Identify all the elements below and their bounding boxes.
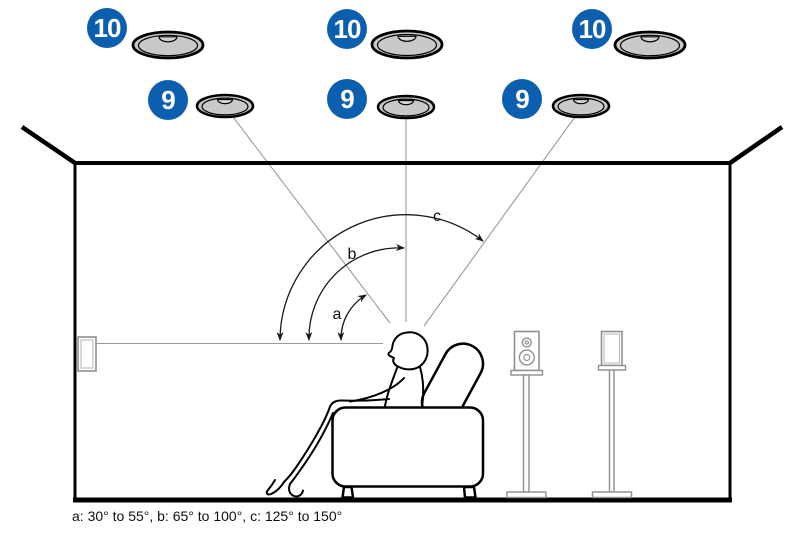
surround-speaker-front-view — [506, 330, 547, 499]
top-middle-speaker-left — [131, 30, 205, 60]
badge-label: 10 — [94, 13, 121, 43]
badge-label: 9 — [340, 84, 354, 114]
angle-arc-c — [276, 214, 484, 341]
sofa-base — [331, 406, 485, 488]
badge-label: 10 — [334, 14, 361, 44]
room-outline — [20, 125, 784, 503]
badge-circle — [327, 79, 367, 119]
badge-top-middle-left: 10 — [87, 8, 127, 48]
stand-pole — [522, 374, 530, 493]
listener-torso-front — [384, 367, 398, 407]
badge-top-middle-right: 10 — [572, 9, 612, 49]
listener-back-leg — [289, 412, 334, 485]
top-middle-speaker-center — [370, 29, 444, 60]
caption: a: 30° to 55°, b: 65° to 100°, c: 125° t… — [72, 508, 342, 524]
badge-label: 10 — [579, 14, 606, 44]
guide-line-front-height — [229, 112, 391, 324]
angle-label-b: b — [348, 246, 357, 263]
badge-circle — [502, 79, 542, 119]
listener-torso-back — [419, 366, 425, 408]
badge-circle — [572, 9, 612, 49]
front-height-speaker-center — [376, 94, 436, 120]
badge-label: 9 — [161, 85, 175, 115]
ceiling-corner-left — [20, 125, 77, 165]
angle-arc-a — [337, 294, 367, 341]
woofer — [518, 349, 535, 366]
stand-base — [591, 491, 633, 499]
listener-arm — [349, 377, 405, 403]
badge-front-height-left: 9 — [148, 80, 188, 120]
badge-front-height-center: 9 — [327, 79, 367, 119]
angle-arcs: a b c — [276, 208, 484, 341]
badge-circle — [148, 80, 188, 120]
listener-head — [387, 331, 429, 371]
front-height-speaker-right — [551, 93, 611, 119]
ceiling-corner-right — [728, 125, 784, 165]
badge-top-middle-center: 10 — [327, 9, 367, 49]
angle-arc-b — [305, 244, 405, 341]
angle-label-a: a — [333, 306, 342, 323]
speaker-number-badges: 10 9 10 9 10 9 — [87, 8, 612, 120]
badge-label: 9 — [515, 84, 529, 114]
sofa-leg-right — [462, 485, 477, 499]
badge-circle — [87, 8, 127, 48]
listener-back-foot — [288, 483, 304, 498]
guide-line-rear-height — [423, 113, 578, 327]
listener — [265, 331, 429, 498]
stand-pole — [608, 369, 615, 493]
surround-speaker-side-view — [591, 330, 633, 499]
tweeter — [521, 337, 532, 348]
listener-front-foot — [265, 479, 285, 496]
stand-base — [506, 491, 547, 499]
listener-front-leg — [283, 398, 390, 483]
speaker-cabinet — [600, 330, 623, 367]
angle-label-c: c — [433, 208, 441, 225]
sofa — [331, 342, 485, 499]
sofa-leg-left — [341, 485, 355, 499]
badge-front-height-right: 9 — [502, 79, 542, 119]
front-height-speaker-left — [195, 93, 255, 119]
top-middle-speaker-right — [613, 30, 687, 60]
front-wall-speaker — [77, 336, 97, 372]
badge-circle — [327, 9, 367, 49]
